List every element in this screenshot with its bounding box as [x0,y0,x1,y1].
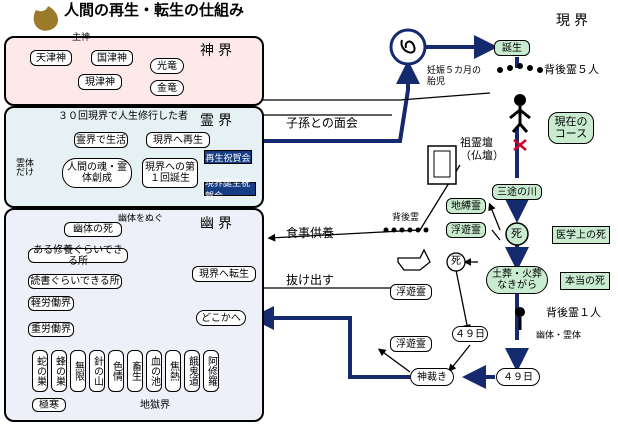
burial-box: 土葬・火葬なきがら [486,266,548,294]
jibakurei-box: 地縛霊 [446,198,486,214]
human-soul-box: 人間の魂・霊体創成 [62,158,132,188]
current-course-box: 現在のコース [548,112,594,144]
hell-cell: 針の山 [89,350,105,392]
hell-cell: 血の池 [146,350,162,392]
day49-box-1: ４９日 [452,326,488,342]
tensei-box: 現界へ転生 [192,266,256,282]
kinryu-box: 金竜 [150,80,184,96]
genshinjin-box: 現津神 [78,74,122,90]
fetus-icon [389,28,427,66]
shokuji-label: 食事供養 [286,226,335,240]
sanzu-box: 三途の川 [492,184,542,200]
light-labor-box: 軽労働界 [28,296,74,311]
jigokukai-label: 地獄界 [140,400,170,411]
reikai-life-box: 霊界で生活 [74,132,128,148]
reikai-title: 霊界 [200,113,236,129]
hell-cell: 色情 [108,350,124,392]
haigorei-label: 背後霊 [392,213,420,223]
hell-cell: 阿修羅 [203,350,219,392]
gokan-box: 極寒 [32,398,66,412]
birth-ceremony-label: 現界誕生祝賀会 [204,179,256,202]
yutai-reitai-label: 幽体・霊体 [536,331,582,341]
death-label: 死 [511,227,522,240]
shinsaiki-box: 神裁き [410,368,454,386]
fuyurei-box-3: 浮遊霊 [390,336,432,352]
haigorei-figures-icon [383,63,543,317]
hell-cell: 蛇の巣 [32,350,48,392]
rebirth-box: 現界へ再生 [146,132,210,148]
yukai-title: 幽界 [200,216,236,232]
kunitsukami-box: 国津神 [91,50,133,66]
reading-place-box: 読書ぐらいできる所 [28,274,122,289]
seed-logo-icon [33,6,59,31]
shugyo-note: ３０回現界で人生修行した者 [58,111,188,122]
death-small-label: 死 [451,256,461,267]
fetus-label: 妊娠５カ月の胎児 [427,66,482,87]
page-title: 人間の再生・転生の仕組み [64,1,245,19]
shinkai-panel [4,36,264,106]
sorei-label: 祖霊壇（仏壇） [460,136,504,163]
shison-label: 子孫との面会 [286,116,358,130]
koryu-box: 光竜 [150,58,184,74]
hell-cell: 畜生 [127,350,143,392]
hell-cell: 焦熱 [165,350,181,392]
shinkai-title: 神界 [200,43,236,59]
fuyurei-box-2: 浮遊霊 [390,284,432,300]
death-circle [505,222,529,246]
butsudan-icon [427,145,457,185]
first-birth-box: 現界への第１回誕生 [142,158,198,188]
hell-cell: 餓鬼道 [184,350,200,392]
medical-death-box: 医学上の死 [552,226,610,244]
death-circle-small [446,252,466,272]
true-death-box: 本当の死 [560,272,610,290]
dokoka-box: どこかへ [196,310,246,326]
reitai-dake-label: 霊体だけ [15,159,34,178]
haigorei5-label: 背後霊５人 [544,63,599,76]
day49-box-2: ４９日 [496,368,540,386]
dog-icon [397,248,431,271]
hell-cell: 無限 [70,350,86,392]
amatsukami-box: 天津神 [30,50,72,66]
fuyurei-box-1: 浮遊霊 [446,222,486,238]
yutai-death-box: 幽体の死 [64,222,122,237]
nukedasu-label: 抜け出す [286,273,335,287]
person-icon [509,106,531,330]
shushin-label: 主神 [72,33,91,43]
haigorei1-label: 背後霊１人 [546,306,601,319]
hell-cell: 蜂の巣 [51,350,67,392]
yutai-nugu-label: 幽体をぬぐ [118,214,164,224]
genkai-title: 現界 [556,13,592,29]
rebirth-ceremony-label: 再生祝賀会 [204,150,252,164]
heavy-labor-box: 重労働界 [28,322,74,337]
shugyo-place-box: ある修養ぐらいできる所 [28,245,128,267]
birth-box: 誕生 [494,40,530,56]
